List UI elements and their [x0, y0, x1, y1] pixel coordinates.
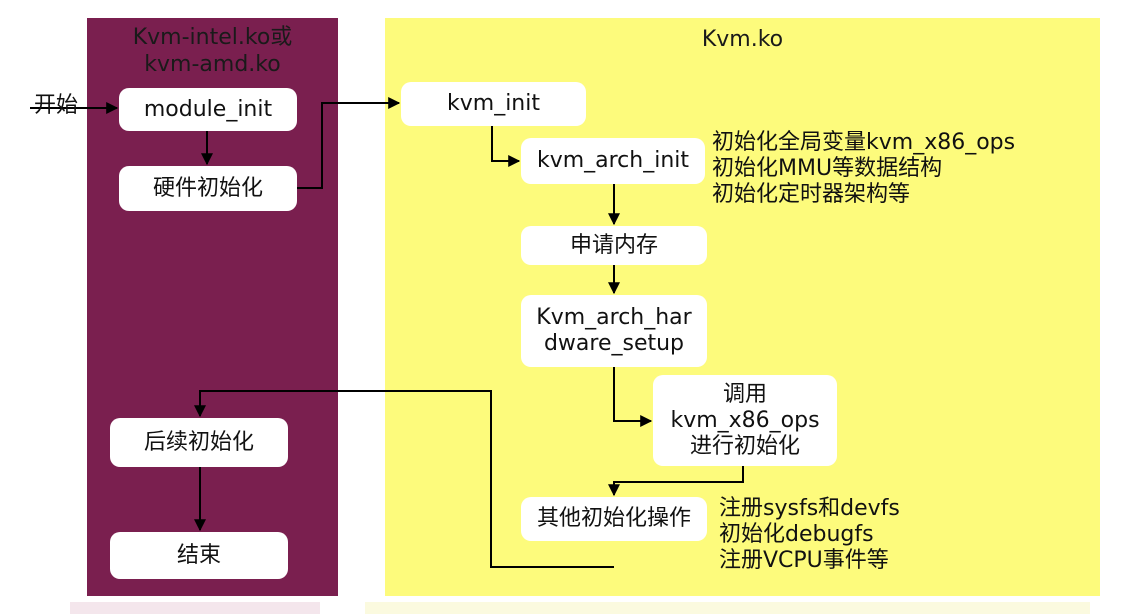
node-hardware-init: 硬件初始化 [119, 166, 297, 211]
arrow-kvminit-to-archinit [491, 126, 521, 167]
note-other-init: 注册sysfs和devfs 初始化debugfs 注册VCPU事件等 [719, 496, 900, 574]
note-other-init-line: 注册sysfs和devfs [719, 496, 900, 521]
left-panel-title: Kvm-intel.ko或 kvm-amd.ko [132, 25, 293, 77]
note-arch-init-line: 初始化MMU等数据结构 [712, 156, 943, 181]
node-alloc-memory: 申请内存 [521, 226, 707, 265]
arrow-setup-to-callops [613, 367, 653, 427]
node-kvm-init: kvm_init [401, 82, 586, 126]
node-module-init: module_init [119, 88, 297, 131]
arrow-callops-to-other [608, 466, 744, 497]
node-call-ops: 调用 kvm_x86_ops 进行初始化 [653, 375, 837, 466]
note-other-init-line: 注册VCPU事件等 [719, 548, 889, 573]
node-other-init: 其他初始化操作 [521, 497, 707, 541]
faint-bottom-bar-left [70, 602, 320, 614]
arrow-hwinit-to-kvminit [297, 97, 401, 189]
arrow-other-to-followinit [194, 390, 614, 568]
node-hardware-setup: Kvm_arch_har dware_setup [521, 295, 707, 367]
node-end: 结束 [110, 532, 288, 579]
note-arch-init: 初始化全局变量kvm_x86_ops 初始化MMU等数据结构 初始化定时器架构等 [712, 130, 1015, 208]
start-label: 开始 [34, 93, 79, 118]
note-other-init-line: 初始化debugfs [719, 522, 874, 547]
node-kvm-arch-init: kvm_arch_init [521, 138, 705, 184]
note-arch-init-line: 初始化定时器架构等 [712, 182, 911, 207]
right-panel-title: Kvm.ko [701, 27, 784, 52]
node-follow-init: 后续初始化 [110, 418, 288, 467]
note-arch-init-line: 初始化全局变量kvm_x86_ops [712, 130, 1016, 155]
faint-bottom-bar-right [365, 602, 1090, 614]
